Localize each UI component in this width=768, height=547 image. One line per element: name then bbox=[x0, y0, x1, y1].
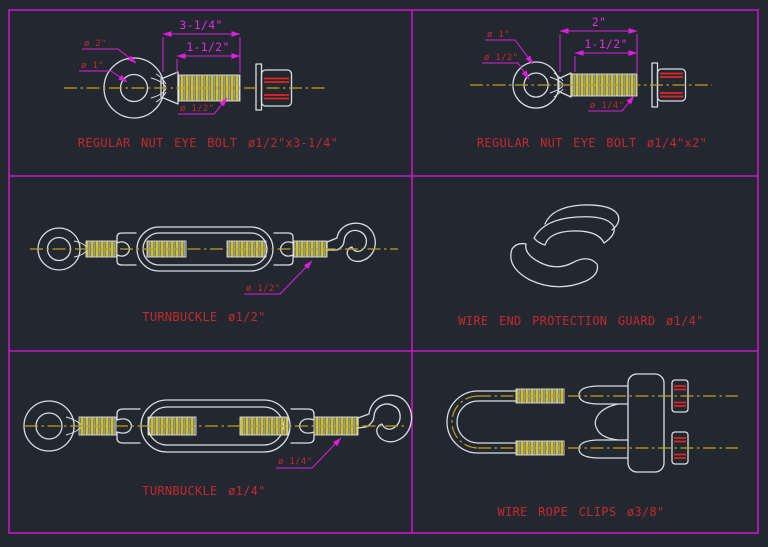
centerline-bend bbox=[451, 395, 479, 449]
panel-caption: REGULAR NUT EYE BOLT ø1/2"x3-1/4" bbox=[78, 136, 338, 150]
dimension-label: 2" bbox=[592, 15, 606, 29]
eye-outer-circle bbox=[512, 61, 560, 109]
hook bbox=[357, 394, 413, 443]
leader-eye-inner: ø 1" bbox=[79, 61, 128, 83]
leader-thread: ø 1/2" bbox=[244, 260, 313, 295]
leader-eye-outer: ø 2" bbox=[82, 39, 137, 64]
nut-thread-hatch bbox=[660, 72, 683, 98]
leader-label: ø 1/2" bbox=[246, 284, 280, 294]
panel-caption: WIRE ROPE CLIPS ø3/8" bbox=[497, 505, 664, 519]
leader-label: ø 1" bbox=[81, 61, 104, 71]
panel-eye-bolt-quarter-inch: 2" 1-1/2" ø 1" ø 1/2" ø 1/4" REGULAR NUT… bbox=[470, 15, 712, 150]
leader-thread: ø 1/4" bbox=[276, 437, 342, 469]
saddle-upper-arm bbox=[578, 385, 629, 405]
leader-label: ø 1" bbox=[487, 30, 510, 40]
u-bolt-inner-bend bbox=[456, 400, 479, 444]
panel-wire-rope-clips: WIRE ROPE CLIPS ø3/8" bbox=[446, 373, 738, 519]
guard-lip bbox=[544, 204, 620, 231]
saddle-body bbox=[627, 373, 665, 473]
nut-flange bbox=[255, 63, 263, 111]
panel-caption: TURNBUCKLE ø1/2" bbox=[142, 310, 265, 324]
hook bbox=[326, 222, 376, 263]
dimension-label: 3-1/4" bbox=[179, 18, 222, 32]
bolt-shoulder-cone bbox=[557, 72, 572, 98]
sheet-border bbox=[8, 9, 759, 534]
eye-neck-top bbox=[549, 72, 564, 85]
leader-label: ø 1/2" bbox=[180, 104, 214, 114]
panel-caption: WIRE END PROTECTION GUARD ø1/4" bbox=[458, 314, 703, 328]
leader-thread: ø 1/4" bbox=[588, 95, 635, 112]
dimension-thread: 1-1/2" bbox=[574, 37, 638, 72]
guard-coil-upper bbox=[533, 216, 615, 246]
panel-eye-bolt-half-inch: 3-1/4" 1-1/2" ø 2" ø 1" ø 1/2" REGULAR N… bbox=[64, 18, 338, 150]
eye-neck-bottom bbox=[150, 88, 167, 103]
dimension-label: 1-1/2" bbox=[584, 37, 627, 51]
panel-wire-end-protection-guard: WIRE END PROTECTION GUARD ø1/4" bbox=[458, 204, 703, 328]
upper-nut-hatch bbox=[674, 385, 686, 407]
saddle-lower-arm bbox=[578, 439, 629, 459]
panel-caption: REGULAR NUT EYE BOLT ø1/4"x2" bbox=[477, 136, 707, 150]
nut-thread-hatch bbox=[264, 77, 289, 100]
panel-caption: TURNBUCKLE ø1/4" bbox=[142, 484, 265, 498]
leader-thread: ø 1/2" bbox=[178, 97, 228, 115]
leader-eye-outer: ø 1" bbox=[485, 30, 534, 65]
dimension-thread: 1-1/2" bbox=[176, 40, 241, 73]
bolt-shoulder-cone bbox=[160, 71, 179, 105]
leader-label: ø 1/4" bbox=[278, 457, 312, 467]
dimension-label: 1-1/2" bbox=[186, 40, 229, 54]
leader-label: ø 1/4" bbox=[590, 101, 624, 111]
leader-eye-inner: ø 1/2" bbox=[482, 53, 530, 80]
lower-nut-hatch bbox=[674, 437, 686, 459]
dimension-overall: 3-1/4" bbox=[162, 18, 241, 73]
leader-label: ø 2" bbox=[84, 39, 107, 49]
u-bolt-legs bbox=[477, 390, 517, 454]
guard-coil-lower bbox=[510, 242, 599, 288]
eye-neck-bottom bbox=[549, 85, 564, 98]
leader-label: ø 1/2" bbox=[484, 53, 518, 63]
panel-turnbuckle-quarter-inch: ø 1/4" TURNBUCKLE ø1/4" bbox=[23, 394, 413, 498]
saddle-cutout bbox=[594, 403, 619, 441]
threaded-shank bbox=[570, 73, 638, 97]
eye-neck-top bbox=[150, 73, 167, 88]
panel-turnbuckle-half-inch: ø 1/2" TURNBUCKLE ø1/2" bbox=[30, 222, 398, 324]
u-bolt-outer-bend bbox=[446, 390, 479, 454]
